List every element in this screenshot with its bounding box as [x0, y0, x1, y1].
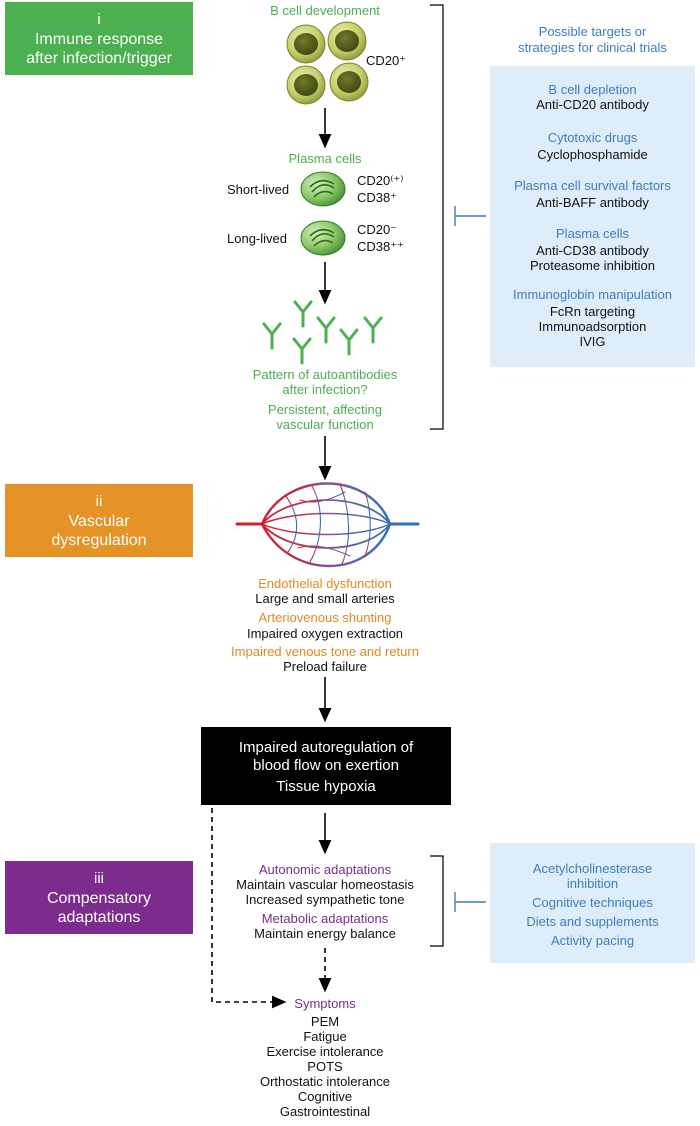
- stage-iii-title: Compensatory adaptations: [46, 890, 152, 926]
- stage-ii-number: ii: [95, 493, 103, 510]
- b-cell: [286, 65, 326, 105]
- box-line-1: Impaired autoregulation of: [238, 739, 414, 756]
- b-cell-cluster: [286, 21, 369, 105]
- targets-heading-line-2: strategies for clinical trials: [518, 40, 667, 55]
- strategy-item: Diets and supplements: [526, 914, 659, 929]
- antibody-icon: [363, 316, 383, 344]
- plasma-cells-title: Plasma cells: [288, 151, 362, 166]
- impaired-autoregulation-box: Impaired autoregulation of blood flow on…: [201, 727, 451, 805]
- stage3-line-4: Metabolic adaptations: [261, 911, 389, 926]
- b-cell-development-title: B cell development: [270, 3, 380, 18]
- antibody-icon: [316, 316, 336, 344]
- arrow-box-to-symptoms-dashed: [211, 808, 287, 1009]
- long-lived-marker-2: CD38⁺⁺: [357, 239, 404, 254]
- stage2-line-4: Impaired oxygen extraction: [246, 626, 404, 641]
- target-item: Immunoadsorption: [538, 319, 647, 334]
- target-item: IVIG: [579, 334, 606, 349]
- plasma-cell-long-lived: [300, 220, 346, 256]
- bracket-stage-1: [430, 4, 444, 430]
- symptom-item: Fatigue: [303, 1029, 347, 1044]
- symptom-item: POTS: [307, 1059, 343, 1074]
- short-lived-marker-1: CD20⁽⁺⁾: [357, 173, 404, 188]
- target-item: FcRn targeting: [549, 304, 636, 319]
- symptom-item: Orthostatic intolerance: [259, 1074, 391, 1089]
- symptom-item: Cognitive: [297, 1089, 353, 1104]
- long-lived-marker-1: CD20⁻: [357, 222, 398, 237]
- long-lived-label: Long-lived: [227, 231, 287, 246]
- vascular-network-icon: [235, 482, 420, 568]
- b-cell: [329, 62, 369, 102]
- short-lived-label: Short-lived: [227, 182, 290, 197]
- target-category-b-cell-depletion: B cell depletion: [548, 82, 637, 97]
- target-item: Cyclophosphamide: [537, 147, 648, 162]
- persistent-line-1: Persistent, affecting: [268, 402, 382, 417]
- stage3-line-5: Maintain energy balance: [254, 926, 396, 941]
- b-cell: [286, 24, 326, 64]
- symptom-item: Gastrointestinal: [279, 1104, 371, 1119]
- stage-iii-number: iii: [94, 870, 104, 887]
- target-category-plasma-cells: Plasma cells: [556, 226, 629, 241]
- symptoms-title: Symptoms: [294, 996, 356, 1011]
- strategy-item: Acetylcholinesterase: [532, 861, 653, 876]
- stage2-line-2: Large and small arteries: [255, 591, 395, 606]
- stage3-line-3: Increased sympathetic tone: [245, 892, 405, 907]
- antibody-group: [262, 300, 383, 365]
- autoantibodies-pattern-line-1: Pattern of autoantibodies: [252, 367, 398, 382]
- stage2-line-3: Arteriovenous shunting: [258, 610, 392, 625]
- stage-i-box: i Immune response after infection/trigge…: [5, 2, 193, 75]
- strategy-item: Activity pacing: [550, 933, 635, 948]
- target-category-cytotoxic-drugs: Cytotoxic drugs: [547, 130, 638, 145]
- stage-ii-title: Vascular dysregulation: [51, 513, 147, 549]
- box-line-2: blood flow on exertion: [253, 757, 399, 774]
- inhibition-line-stage-3: [454, 892, 486, 912]
- b-cell: [327, 21, 367, 61]
- stage3-line-1: Autonomic adaptations: [258, 862, 392, 877]
- stage-i-number: i: [97, 11, 101, 28]
- stage-i-title: Immune response after infection/trigger: [26, 31, 172, 67]
- stage2-line-6: Preload failure: [283, 659, 367, 674]
- strategy-item: inhibition: [566, 876, 619, 891]
- plasma-cell-short-lived: [300, 171, 346, 207]
- target-item: Anti-BAFF antibody: [536, 195, 649, 210]
- antibody-icon: [262, 322, 282, 350]
- inhibition-line-stage-1: [454, 206, 486, 226]
- autoantibodies-pattern-line-2: after infection?: [282, 382, 368, 397]
- antibody-icon: [339, 328, 359, 356]
- persistent-line-2: vascular function: [276, 417, 374, 432]
- antibody-icon: [292, 337, 312, 365]
- clinical-targets-panel: B cell depletion Anti-CD20 antibody Cyto…: [490, 66, 695, 367]
- target-item: Anti-CD20 antibody: [536, 97, 649, 112]
- symptom-item: Exercise intolerance: [266, 1044, 384, 1059]
- stage-ii-box: ii Vascular dysregulation: [5, 484, 193, 557]
- symptom-item: PEM: [310, 1014, 340, 1029]
- short-lived-marker-2: CD38⁺: [357, 190, 398, 205]
- strategy-item: Cognitive techniques: [532, 895, 653, 910]
- antibody-icon: [293, 300, 313, 328]
- cd20-label: CD20⁺: [366, 53, 407, 68]
- stage-iii-box: iii Compensatory adaptations: [5, 861, 193, 934]
- target-item: Proteasome inhibition: [529, 258, 656, 273]
- bracket-stage-3: [430, 855, 444, 947]
- targets-heading-line-1: Possible targets or: [538, 24, 647, 39]
- compensatory-strategies-panel: Acetylcholinesterase inhibition Cognitiv…: [490, 843, 695, 963]
- target-item: Anti-CD38 antibody: [536, 243, 649, 258]
- target-category-immunoglobin: Immunoglobin manipulation: [513, 287, 672, 302]
- stage2-line-5: Impaired venous tone and return: [231, 644, 419, 659]
- stage3-line-2: Maintain vascular homeostasis: [236, 877, 414, 892]
- target-category-plasma-cell-survival: Plasma cell survival factors: [514, 178, 671, 193]
- stage2-line-1: Endothelial dysfunction: [258, 576, 392, 591]
- box-line-3: Tissue hypoxia: [276, 778, 376, 795]
